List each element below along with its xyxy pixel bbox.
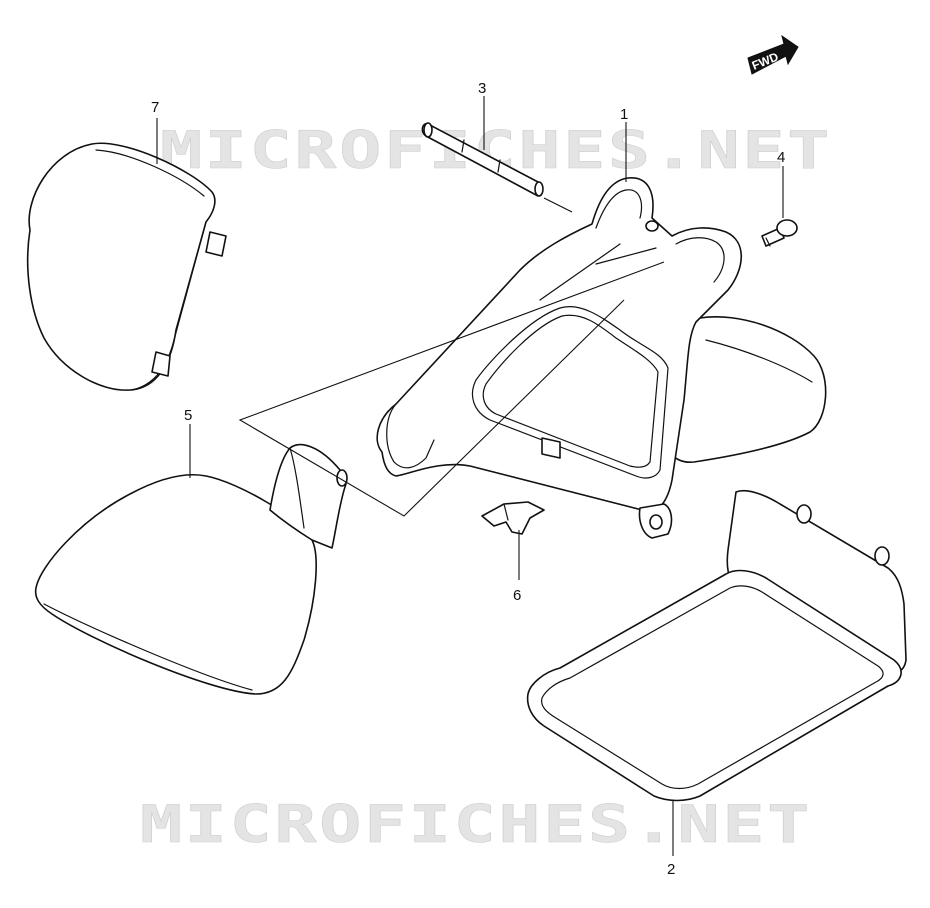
part-3-pin	[421, 122, 544, 197]
part-6-clip	[481, 501, 545, 535]
callout-7: 7	[151, 99, 159, 116]
leader-lines	[156, 96, 784, 856]
watermark-top: MICROFICHES.NET	[160, 121, 832, 181]
callout-4: 4	[777, 149, 785, 166]
part-5-seat-pad	[34, 443, 348, 695]
callout-1: 1	[620, 106, 628, 123]
part-1-bracket-frame	[376, 177, 827, 539]
watermark-bottom: MICROFICHES.NET	[140, 795, 812, 855]
fwd-label: FWD	[750, 49, 781, 72]
part-7-cover	[26, 142, 227, 391]
part-2-tray	[526, 489, 907, 802]
callout-3: 3	[478, 80, 486, 97]
callout-2: 2	[667, 861, 675, 878]
callout-6: 6	[513, 587, 521, 604]
callout-5: 5	[184, 407, 192, 424]
fwd-arrow-icon: FWD	[747, 34, 799, 75]
part-4-bolt	[761, 219, 798, 247]
